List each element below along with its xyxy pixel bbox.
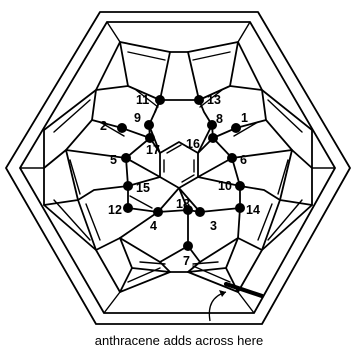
atom-label-17: 17 bbox=[146, 143, 160, 157]
atom-label-7: 7 bbox=[183, 254, 190, 268]
atom-label-8: 8 bbox=[216, 112, 223, 126]
arrow-head-icon bbox=[219, 290, 226, 297]
atom-labels: 1 2 3 4 5 6 7 8 9 10 11 12 13 14 15 16 1… bbox=[100, 93, 260, 268]
atom-9 bbox=[144, 120, 154, 130]
inner-double-bonds bbox=[129, 144, 195, 209]
atom-10 bbox=[235, 181, 245, 191]
outer-cage-ring bbox=[43, 41, 313, 293]
atom-label-4: 4 bbox=[150, 219, 157, 233]
atom-2 bbox=[117, 123, 127, 133]
atom-15 bbox=[123, 181, 133, 191]
atom-label-16: 16 bbox=[186, 137, 200, 151]
inner-core-bonds bbox=[119, 99, 241, 273]
atom-label-9: 9 bbox=[134, 111, 141, 125]
atom-6 bbox=[227, 153, 237, 163]
atom-label-1: 1 bbox=[241, 111, 248, 125]
atoms bbox=[117, 95, 245, 251]
caption: anthracene adds across here bbox=[94, 333, 264, 348]
atom-label-3: 3 bbox=[210, 219, 217, 233]
atom-17 bbox=[145, 133, 155, 143]
atom-label-11: 11 bbox=[136, 93, 149, 107]
atom-12 bbox=[123, 203, 133, 213]
atom-3 bbox=[195, 207, 205, 217]
atom-label-10: 10 bbox=[218, 179, 232, 193]
atom-4 bbox=[153, 207, 163, 217]
outer-double-bonds bbox=[53, 51, 303, 283]
atom-5 bbox=[121, 153, 131, 163]
atom-label-14: 14 bbox=[246, 203, 260, 217]
atom-label-12: 12 bbox=[108, 203, 122, 217]
curved-arrow bbox=[208, 291, 227, 322]
atom-1 bbox=[231, 123, 241, 133]
outer-hexagon bbox=[5, 11, 351, 325]
atom-label-6: 6 bbox=[240, 153, 247, 167]
atom-7 bbox=[183, 241, 193, 251]
atom-label-13: 13 bbox=[207, 93, 221, 107]
anthracene-addition-bond bbox=[223, 281, 265, 299]
atom-13 bbox=[194, 95, 204, 105]
atom-label-18: 18 bbox=[176, 197, 190, 211]
atom-label-15: 15 bbox=[136, 181, 150, 195]
atom-label-5: 5 bbox=[110, 153, 117, 167]
atom-11 bbox=[155, 95, 165, 105]
atom-label-2: 2 bbox=[100, 119, 107, 133]
atom-8 bbox=[207, 120, 217, 130]
atom-18 bbox=[183, 205, 193, 215]
spokes bbox=[19, 21, 336, 314]
middle-double-bonds bbox=[69, 89, 289, 265]
middle-ring-bonds bbox=[43, 41, 313, 293]
atom-14 bbox=[235, 203, 245, 213]
atom-16 bbox=[208, 133, 218, 143]
